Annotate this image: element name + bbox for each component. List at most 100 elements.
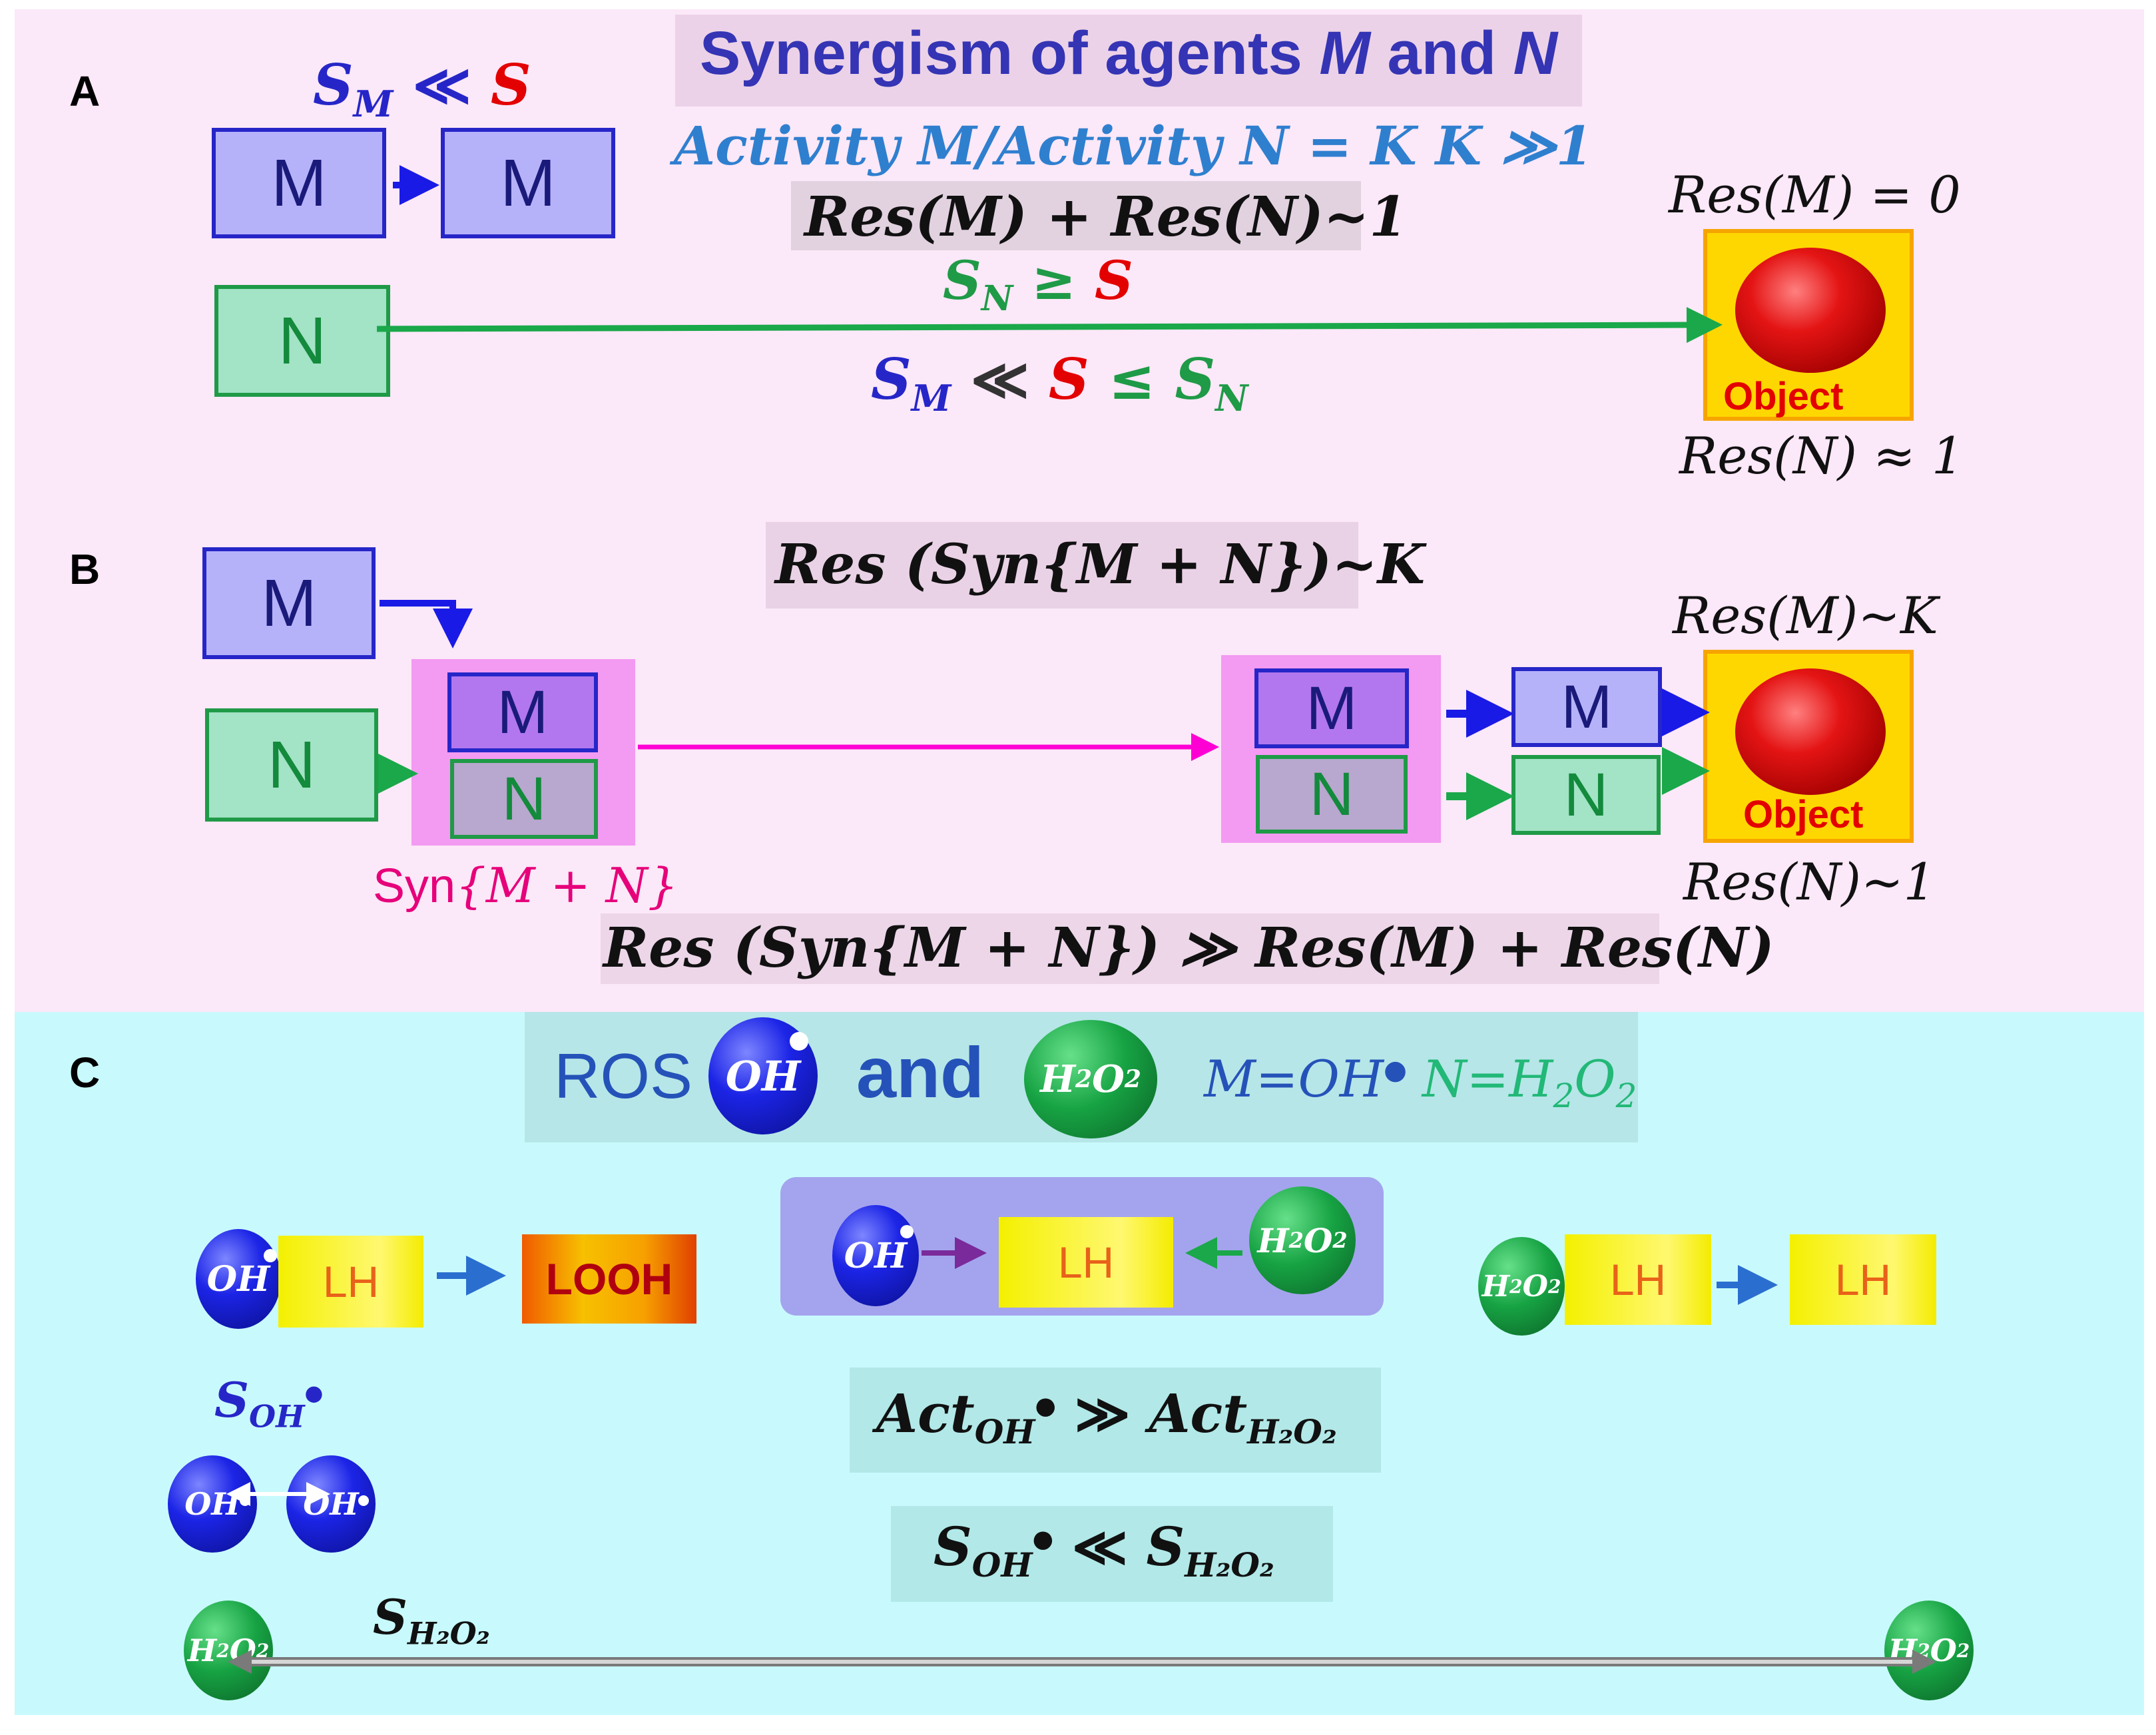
syn-m-left: M <box>447 672 598 752</box>
chain-leq: ≤ <box>1089 346 1175 412</box>
looh-product: LOOH <box>522 1234 696 1324</box>
h-sub: 2 <box>1075 1065 1093 1093</box>
sn-symbol: S <box>943 249 981 312</box>
sm-ll-s-formula: SM ≪ S <box>313 52 531 125</box>
s-symbol: S <box>490 52 531 118</box>
res-sum-formula: Res(M) + Res(N)~1 <box>804 185 1408 249</box>
chain-sn: S <box>1175 346 1216 412</box>
act-right-sub: H₂O₂ <box>1247 1412 1337 1451</box>
m-box-b: M <box>202 547 376 659</box>
n-eq-text: N=H <box>1422 1049 1553 1109</box>
act-right: Act <box>1149 1382 1248 1445</box>
s-h2o2-sub: H₂O₂ <box>407 1615 490 1652</box>
res-syn-gg-highlight <box>601 913 1659 984</box>
radical-dot-icon <box>900 1225 914 1238</box>
chain-ll: ≪ <box>951 346 1049 412</box>
h-text: H <box>187 1632 217 1668</box>
res-syn-k-highlight <box>766 522 1358 609</box>
chain-sn-sub: N <box>1215 376 1248 419</box>
h-text: H <box>1040 1057 1075 1101</box>
oh-ball-center: OH <box>832 1205 919 1306</box>
res-n-1: Res(N)~1 <box>1683 852 1936 911</box>
res-n-approx-one: Res(N) ≈ 1 <box>1679 426 1964 485</box>
s-oh-sub: OH <box>249 1398 305 1435</box>
red-blood-cell-icon-b <box>1735 668 1886 795</box>
chain-sm: S <box>871 346 912 412</box>
syn-n-right: N <box>1256 755 1408 834</box>
title-and: and <box>1370 19 1513 87</box>
o-sub: 2 <box>1956 1639 1970 1662</box>
n-box-b: N <box>205 708 378 822</box>
s-oh-label: SOH● <box>214 1371 323 1434</box>
s-h2o2-symbol: S <box>373 1589 407 1645</box>
oh-ball-text: OH <box>725 1051 801 1101</box>
act-compare-highlight <box>850 1367 1381 1473</box>
lh-right-2: LH <box>1790 1234 1936 1325</box>
and-label: and <box>856 1032 985 1113</box>
arrow-m-to-syn <box>380 600 473 648</box>
s-cmp-right-sub: H₂O₂ <box>1185 1545 1274 1585</box>
o-sub: 2 <box>1547 1275 1561 1298</box>
radical-dot-icon <box>790 1032 808 1051</box>
res-m-zero: Res(M) = 0 <box>1669 165 1961 224</box>
m-box-top-2: M <box>441 128 615 238</box>
sm-symbol: S <box>313 52 354 118</box>
syn-label: Syn{M + N} <box>373 858 678 913</box>
s-symbol-2: S <box>1095 249 1133 312</box>
s-oh-symbol: S <box>214 1371 249 1428</box>
h-text: H <box>1257 1220 1289 1260</box>
radical-dot-glyph: ● <box>1035 1391 1056 1420</box>
act-op: ≫ <box>1055 1382 1149 1445</box>
ros-label: ROS <box>554 1041 693 1112</box>
geq-operator: ≥ <box>1013 249 1095 312</box>
sn-subscript: N <box>981 278 1013 319</box>
res-m-k: Res(M)~K <box>1673 586 1938 645</box>
syn-n-left: N <box>450 759 598 839</box>
h-text: H <box>1482 1269 1510 1304</box>
title-n: N <box>1513 19 1558 87</box>
radical-dot-icon <box>358 1495 369 1506</box>
o-sub: 2 <box>1332 1228 1348 1253</box>
title-m: M <box>1319 19 1370 87</box>
m-equals-oh: M=OH● <box>1204 1049 1407 1109</box>
panel-b-label: B <box>69 545 101 593</box>
n-box-b-released: N <box>1511 755 1661 835</box>
s-compare-highlight <box>891 1506 1333 1602</box>
act-left-sub: OH <box>974 1412 1035 1451</box>
res-syn-k-formula: Res (Syn{M + N})~K <box>775 533 1426 597</box>
o-text: O <box>1303 1220 1333 1260</box>
lh-left: LH <box>278 1236 423 1328</box>
panel-a-title: Synergism of agents M and N <box>675 19 1582 89</box>
syn-m-right: M <box>1254 668 1409 748</box>
panel-a-label: A <box>69 67 101 115</box>
panel-c-label: C <box>69 1049 101 1097</box>
radical-dot-glyph: ● <box>1384 1055 1407 1086</box>
h-sub: 2 <box>1288 1228 1304 1253</box>
o-text: O <box>1522 1269 1548 1304</box>
n-eq-sub2: 2 <box>1615 1077 1637 1116</box>
act-compare-formula: ActOH● ≫ ActH₂O₂ <box>876 1382 1337 1451</box>
m-box-b-released: M <box>1511 667 1662 747</box>
s-cmp-left: S <box>934 1515 972 1578</box>
res-syn-gg-formula: Res (Syn{M + N}) ≫ Res(M) + Res(N) <box>603 916 1774 980</box>
n-eq-o: O <box>1574 1049 1616 1109</box>
red-blood-cell-icon <box>1735 248 1886 373</box>
act-left: Act <box>876 1382 975 1445</box>
s-cmp-right: S <box>1146 1515 1185 1578</box>
h-sub: 2 <box>1509 1275 1523 1298</box>
n-equals-h2o2: N=H2O2 <box>1422 1049 1637 1115</box>
ll-operator: ≪ <box>393 52 491 118</box>
object-label-b: Object <box>1743 793 1864 836</box>
s-h2o2-label: SH₂O₂ <box>373 1589 490 1651</box>
oh-radical-ball-header: OH <box>708 1017 818 1134</box>
oh-ball-left-text: OH <box>206 1258 270 1300</box>
oh-ball-center-text: OH <box>844 1235 908 1276</box>
chain-sm-sub: M <box>911 376 951 419</box>
res-sum-highlight <box>791 181 1361 250</box>
title-highlight <box>675 15 1582 107</box>
syn-label-math: {M + N} <box>455 858 678 913</box>
